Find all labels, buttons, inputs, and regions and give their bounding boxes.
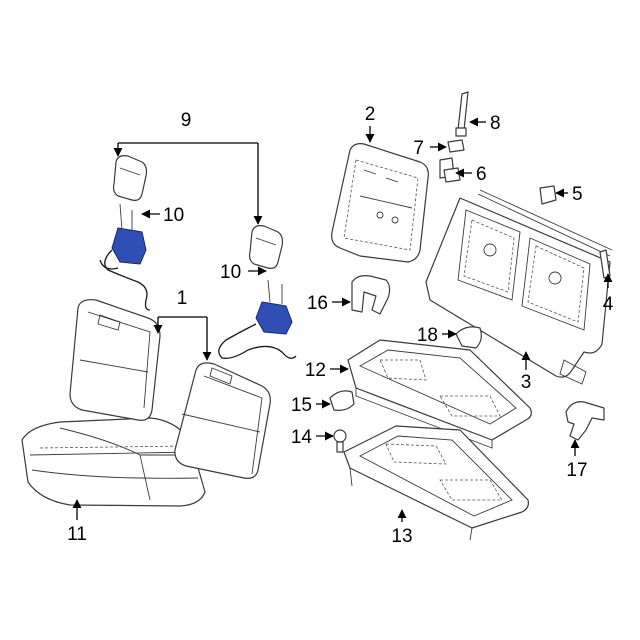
headrest-9b: [248, 225, 284, 269]
seat-back-1a: [69, 299, 161, 421]
callout-14: 14: [291, 427, 313, 448]
callout-10-right: 10: [220, 262, 241, 283]
seat-back-1b: [174, 362, 271, 479]
leader-lines: [72, 117, 613, 522]
seat-frame-3: [425, 189, 613, 385]
callout-11: 11: [67, 524, 87, 545]
clip-5: [539, 185, 557, 205]
bolt-14: [333, 429, 347, 453]
callout-16: 16: [307, 293, 328, 314]
callout-13: 13: [391, 526, 412, 547]
callout-6: 6: [476, 164, 487, 185]
callout-10-left: 10: [163, 205, 184, 226]
seat-cushion-11: [21, 417, 206, 507]
callout-5: 5: [572, 184, 583, 205]
latch-6: [439, 157, 461, 183]
seatback-panel-2: [331, 143, 429, 263]
cushion-frame-12: [347, 339, 532, 449]
callout-17: 17: [566, 460, 587, 481]
callout-3: 3: [521, 372, 532, 393]
callout-8: 8: [490, 113, 501, 134]
trim-16: [351, 275, 391, 315]
clip-7: [447, 139, 465, 153]
callout-2: 2: [365, 104, 376, 125]
callout-4: 4: [603, 294, 614, 315]
cushion-pan-13: [343, 425, 529, 541]
callout-9: 9: [181, 110, 192, 131]
callout-1: 1: [177, 288, 188, 309]
recliner-mechanism-10b: [218, 279, 297, 359]
rod-8: [455, 91, 469, 137]
cap-15: [329, 390, 355, 411]
bracket-17: [565, 401, 605, 441]
callout-18: 18: [417, 325, 438, 346]
cover-18: [455, 326, 482, 349]
callout-7: 7: [413, 138, 424, 159]
callout-15: 15: [291, 395, 312, 416]
recliner-mechanism-10a: [99, 203, 151, 311]
headrest-9a: [112, 155, 148, 201]
callout-12: 12: [305, 360, 326, 381]
callouts: 9 10 10 1 11 2 8 7 6 5 4 3 16 18 12 15 1…: [67, 104, 614, 547]
